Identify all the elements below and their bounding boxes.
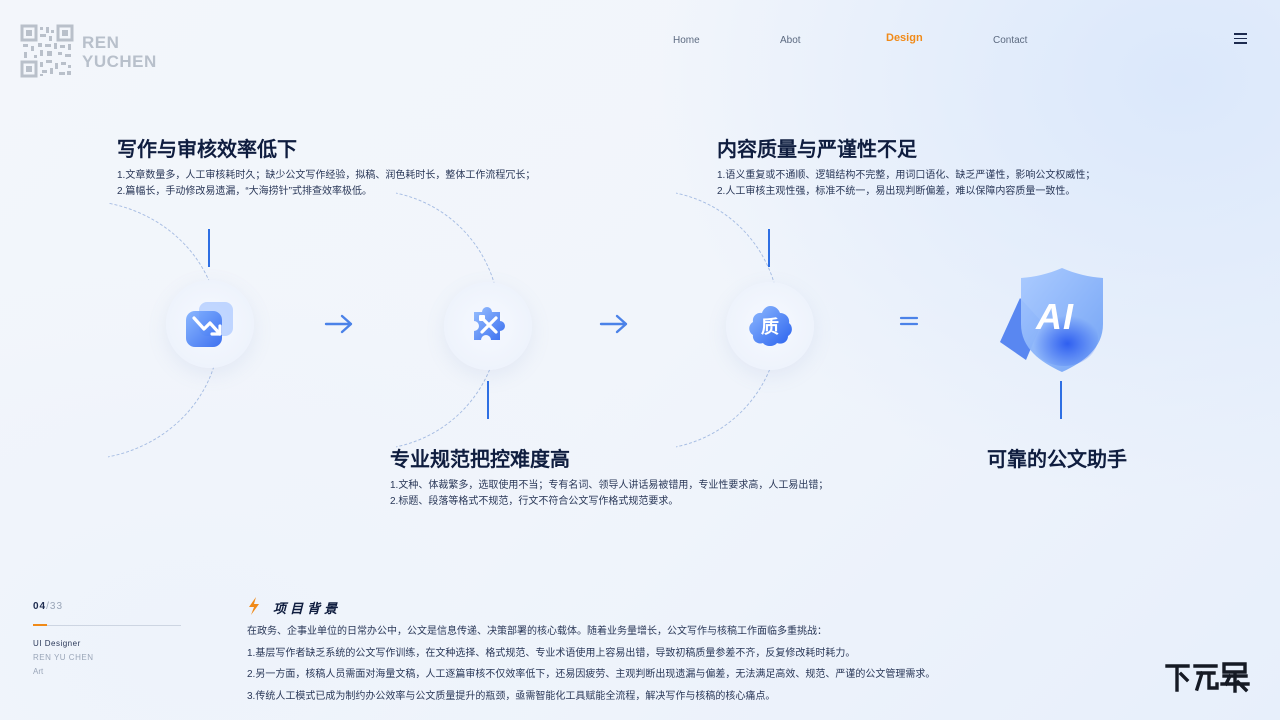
writing-line-2: 2.篇幅长，手动修改易遗漏，“大海捞针”式排查效率极低。	[117, 186, 372, 197]
connector-line	[1060, 381, 1062, 419]
norms-desc: 1.文种、体裁繁多，选取使用不当；专有名词、领导人讲话易被错用，专业性要求高，人…	[390, 478, 828, 510]
ai-badge: AI	[1036, 296, 1074, 337]
bolt-icon	[249, 597, 259, 615]
brand-line2: YUCHEN	[82, 52, 157, 71]
puzzle-tools-icon	[474, 307, 505, 340]
norms-title: 专业规范把控难度高	[390, 449, 570, 471]
quality-char: 质	[761, 317, 779, 337]
designer-role: UI Designer	[33, 639, 81, 648]
writing-line-1: 1.文章数量多，人工审核耗时久；缺少公文写作经验，拟稿、润色耗时长，整体工作流程…	[117, 170, 536, 181]
quality-line-1: 1.语义重复或不通顺、逻辑结构不完整，用词口语化、缺乏严谨性，影响公文权威性；	[717, 170, 1096, 181]
qr-code	[20, 24, 74, 78]
quality-desc: 1.语义重复或不通顺、逻辑结构不完整，用词口语化、缺乏严谨性，影响公文权威性； …	[717, 168, 1095, 200]
writing-icon-circle	[166, 280, 254, 368]
quality-title: 内容质量与严谨性不足	[717, 139, 917, 161]
arrow-right-icon	[324, 314, 353, 334]
writing-title: 写作与审核效率低下	[117, 139, 297, 161]
hamburger-menu-icon[interactable]	[1234, 33, 1247, 44]
connector-line	[768, 229, 770, 267]
designer-name: REN YU CHEN	[33, 653, 94, 662]
divider-accent	[33, 624, 47, 626]
designer-art: Art	[33, 667, 44, 676]
norms-icon-circle	[444, 282, 532, 370]
writing-desc: 1.文章数量多，人工审核耗时久；缺少公文写作经验，拟稿、润色耗时长，整体工作流程…	[117, 168, 535, 200]
page-counter: 04/33	[33, 601, 64, 612]
ai-shield-icon	[1000, 268, 1103, 372]
nav-contact[interactable]: Contact	[993, 35, 1028, 46]
quality-icon-circle: 质	[726, 282, 814, 370]
page-total: 33	[49, 601, 64, 612]
nav-about[interactable]: Abot	[780, 35, 801, 46]
arrow-right-icon	[599, 314, 628, 334]
divider	[33, 625, 181, 626]
quality-line-2: 2.人工审核主观性强，标准不统一，易出现判断偏差，难以保障内容质量一致性。	[717, 186, 1076, 197]
background-para-1: 1.基层写作者缺乏系统的公文写作训练，在文种选择、格式规范、专业术语使用上容易出…	[247, 648, 856, 659]
nav-design[interactable]: Design	[886, 32, 923, 44]
background-title: 项目背景	[273, 601, 342, 616]
background-para-2: 2.另一方面，核稿人员需面对海量文稿，人工逐篇审核不仅效率低下，还易因疲劳、主观…	[247, 669, 936, 680]
page-current: 04	[33, 601, 47, 612]
norms-line-1: 1.文种、体裁繁多，选取使用不当；专有名词、领导人讲话易被错用，专业性要求高，人…	[390, 480, 829, 491]
nav-home[interactable]: Home	[673, 35, 700, 46]
brand-name: REN YUCHEN	[82, 33, 157, 71]
background-para-3: 3.传统人工模式已成为制约办公效率与公文质量提升的瓶颈，亟需智能化工具赋能全流程…	[247, 691, 776, 702]
site-logo	[1165, 662, 1250, 693]
assistant-title: 可靠的公文助手	[987, 449, 1127, 471]
trend-down-icon	[186, 302, 233, 347]
background-para-0: 在政务、企事业单位的日常办公中，公文是信息传递、决策部署的核心载体。随着业务量增…	[247, 626, 827, 637]
norms-line-2: 2.标题、段落等格式不规范，行文不符合公文写作格式规范要求。	[390, 496, 679, 507]
connector-line	[487, 381, 489, 419]
cloud-quality-icon	[749, 306, 792, 346]
equals-icon	[899, 316, 919, 326]
brand-line1: REN	[82, 33, 120, 52]
connector-line	[208, 229, 210, 267]
